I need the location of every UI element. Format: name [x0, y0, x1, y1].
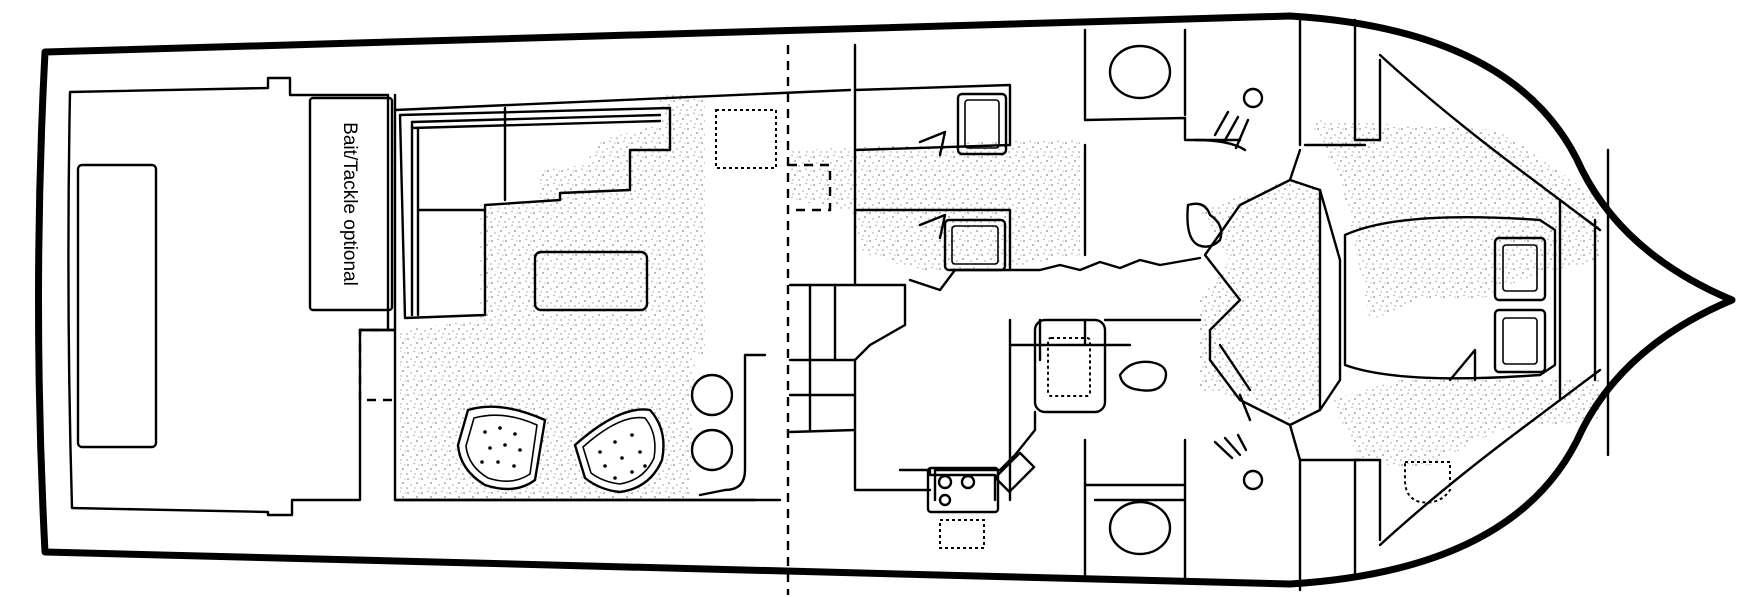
- forward-walls: [853, 16, 1367, 592]
- carpet-areas: [400, 95, 1600, 500]
- toilet-mid-head: [1118, 360, 1168, 392]
- salon-settee: [398, 106, 672, 320]
- guest-berth-upper: [918, 92, 1008, 157]
- chair-pattern-right: [598, 433, 647, 480]
- bow-detail: [1353, 58, 1597, 542]
- cockpit: Bait/Tackle optional: [67, 76, 394, 517]
- shower: [1047, 337, 1091, 397]
- bait-tackle-label: Bait/Tackle optional: [339, 122, 360, 286]
- coffee-table: [533, 250, 649, 312]
- center-head: [933, 318, 1202, 502]
- galley: [898, 451, 1036, 549]
- pillow-1: [1493, 236, 1547, 302]
- toilet-top-center: [1186, 202, 1223, 248]
- helm-seat: [715, 109, 777, 169]
- hull-outline: [35, 12, 1736, 588]
- bait-tackle-station: [308, 96, 394, 312]
- pillow-2: [1493, 308, 1547, 374]
- shower-head-bottom: [1213, 433, 1264, 491]
- galley-counter-item: [994, 451, 1036, 493]
- helm-area: [715, 45, 832, 595]
- salon-chair-right: [573, 408, 665, 494]
- master-berth: [1343, 215, 1557, 382]
- companionway-stairs: [788, 283, 932, 492]
- cooktop: [926, 466, 1000, 514]
- washbasins: [1108, 44, 1172, 556]
- guest-berth-lower: [918, 213, 1007, 272]
- toilet-forward: [1404, 461, 1451, 504]
- cockpit-hatch: [76, 163, 158, 449]
- basin-bottom: [1108, 500, 1172, 556]
- salon-chair-left: [456, 405, 547, 491]
- shower-head-top: [1213, 87, 1264, 150]
- basin-top: [1108, 44, 1172, 100]
- bar-stools: [690, 353, 767, 497]
- galley-sink: [939, 519, 985, 549]
- salon-walls: [358, 88, 852, 502]
- chair-pattern-left: [480, 426, 522, 468]
